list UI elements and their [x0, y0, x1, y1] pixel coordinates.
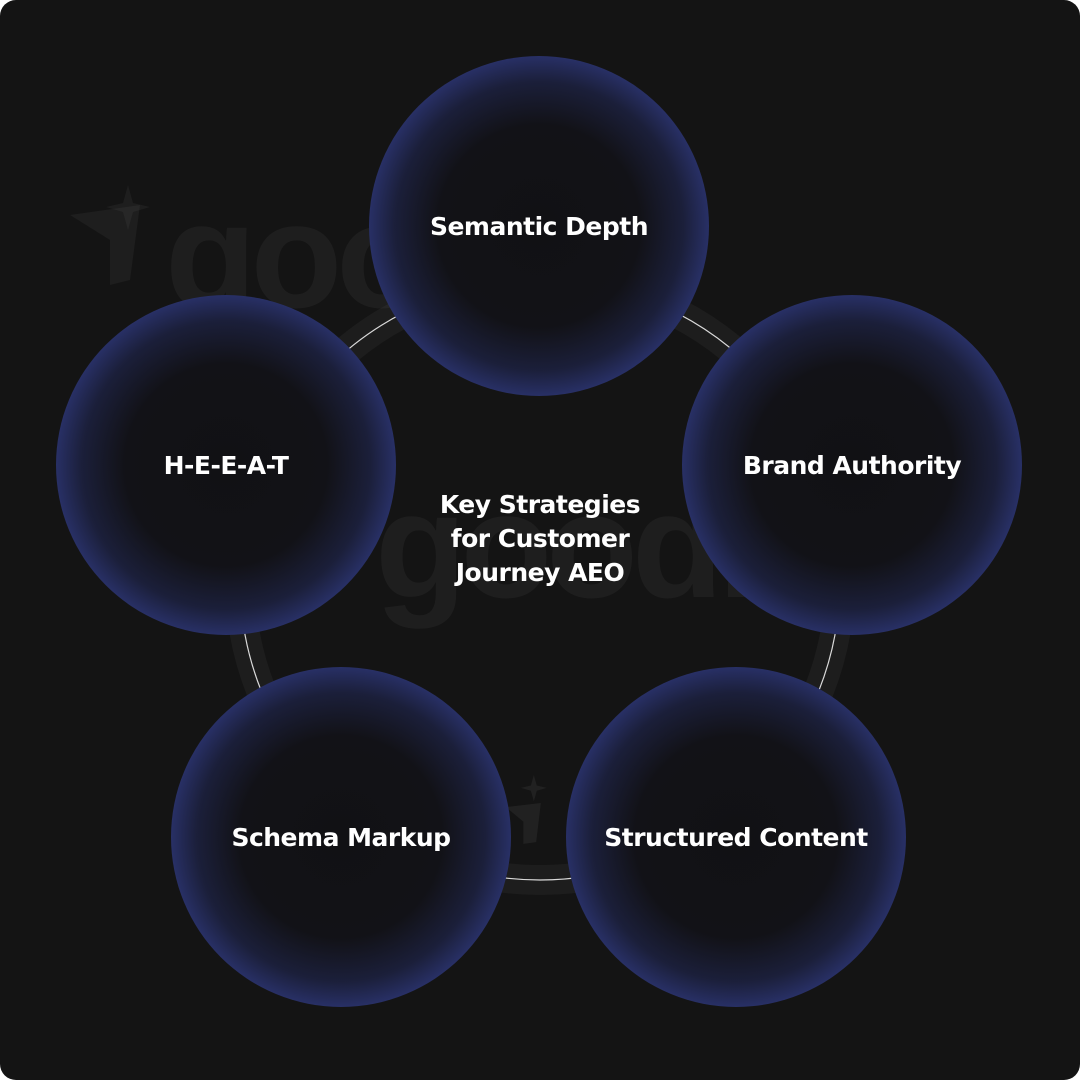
node-label: H-E-E-A-T: [163, 450, 289, 480]
node-label: Brand Authority: [742, 450, 962, 480]
node-label: Structured Content: [604, 822, 868, 852]
strategy-node-schema-markup: Schema Markup: [171, 667, 511, 1007]
logo-mark-icon: [505, 775, 547, 844]
strategy-node-semantic-depth: Semantic Depth: [369, 56, 709, 396]
node-label: Schema Markup: [231, 822, 451, 852]
center-title-line: Key Strategies: [439, 490, 641, 519]
node-label: Semantic Depth: [429, 211, 649, 241]
strategy-node-structured-content: Structured Content: [566, 667, 906, 1007]
strategy-node-brand-authority: Brand Authority: [682, 295, 1022, 635]
strategy-node-heeat: H-E-E-A-T: [56, 295, 396, 635]
center-title-line: Journey AEO: [455, 558, 625, 587]
logo-mark-icon: [70, 185, 150, 285]
center-title-line: for Customer: [450, 524, 630, 553]
center-title: Key Strategies for Customer Journey AEO: [390, 488, 690, 590]
